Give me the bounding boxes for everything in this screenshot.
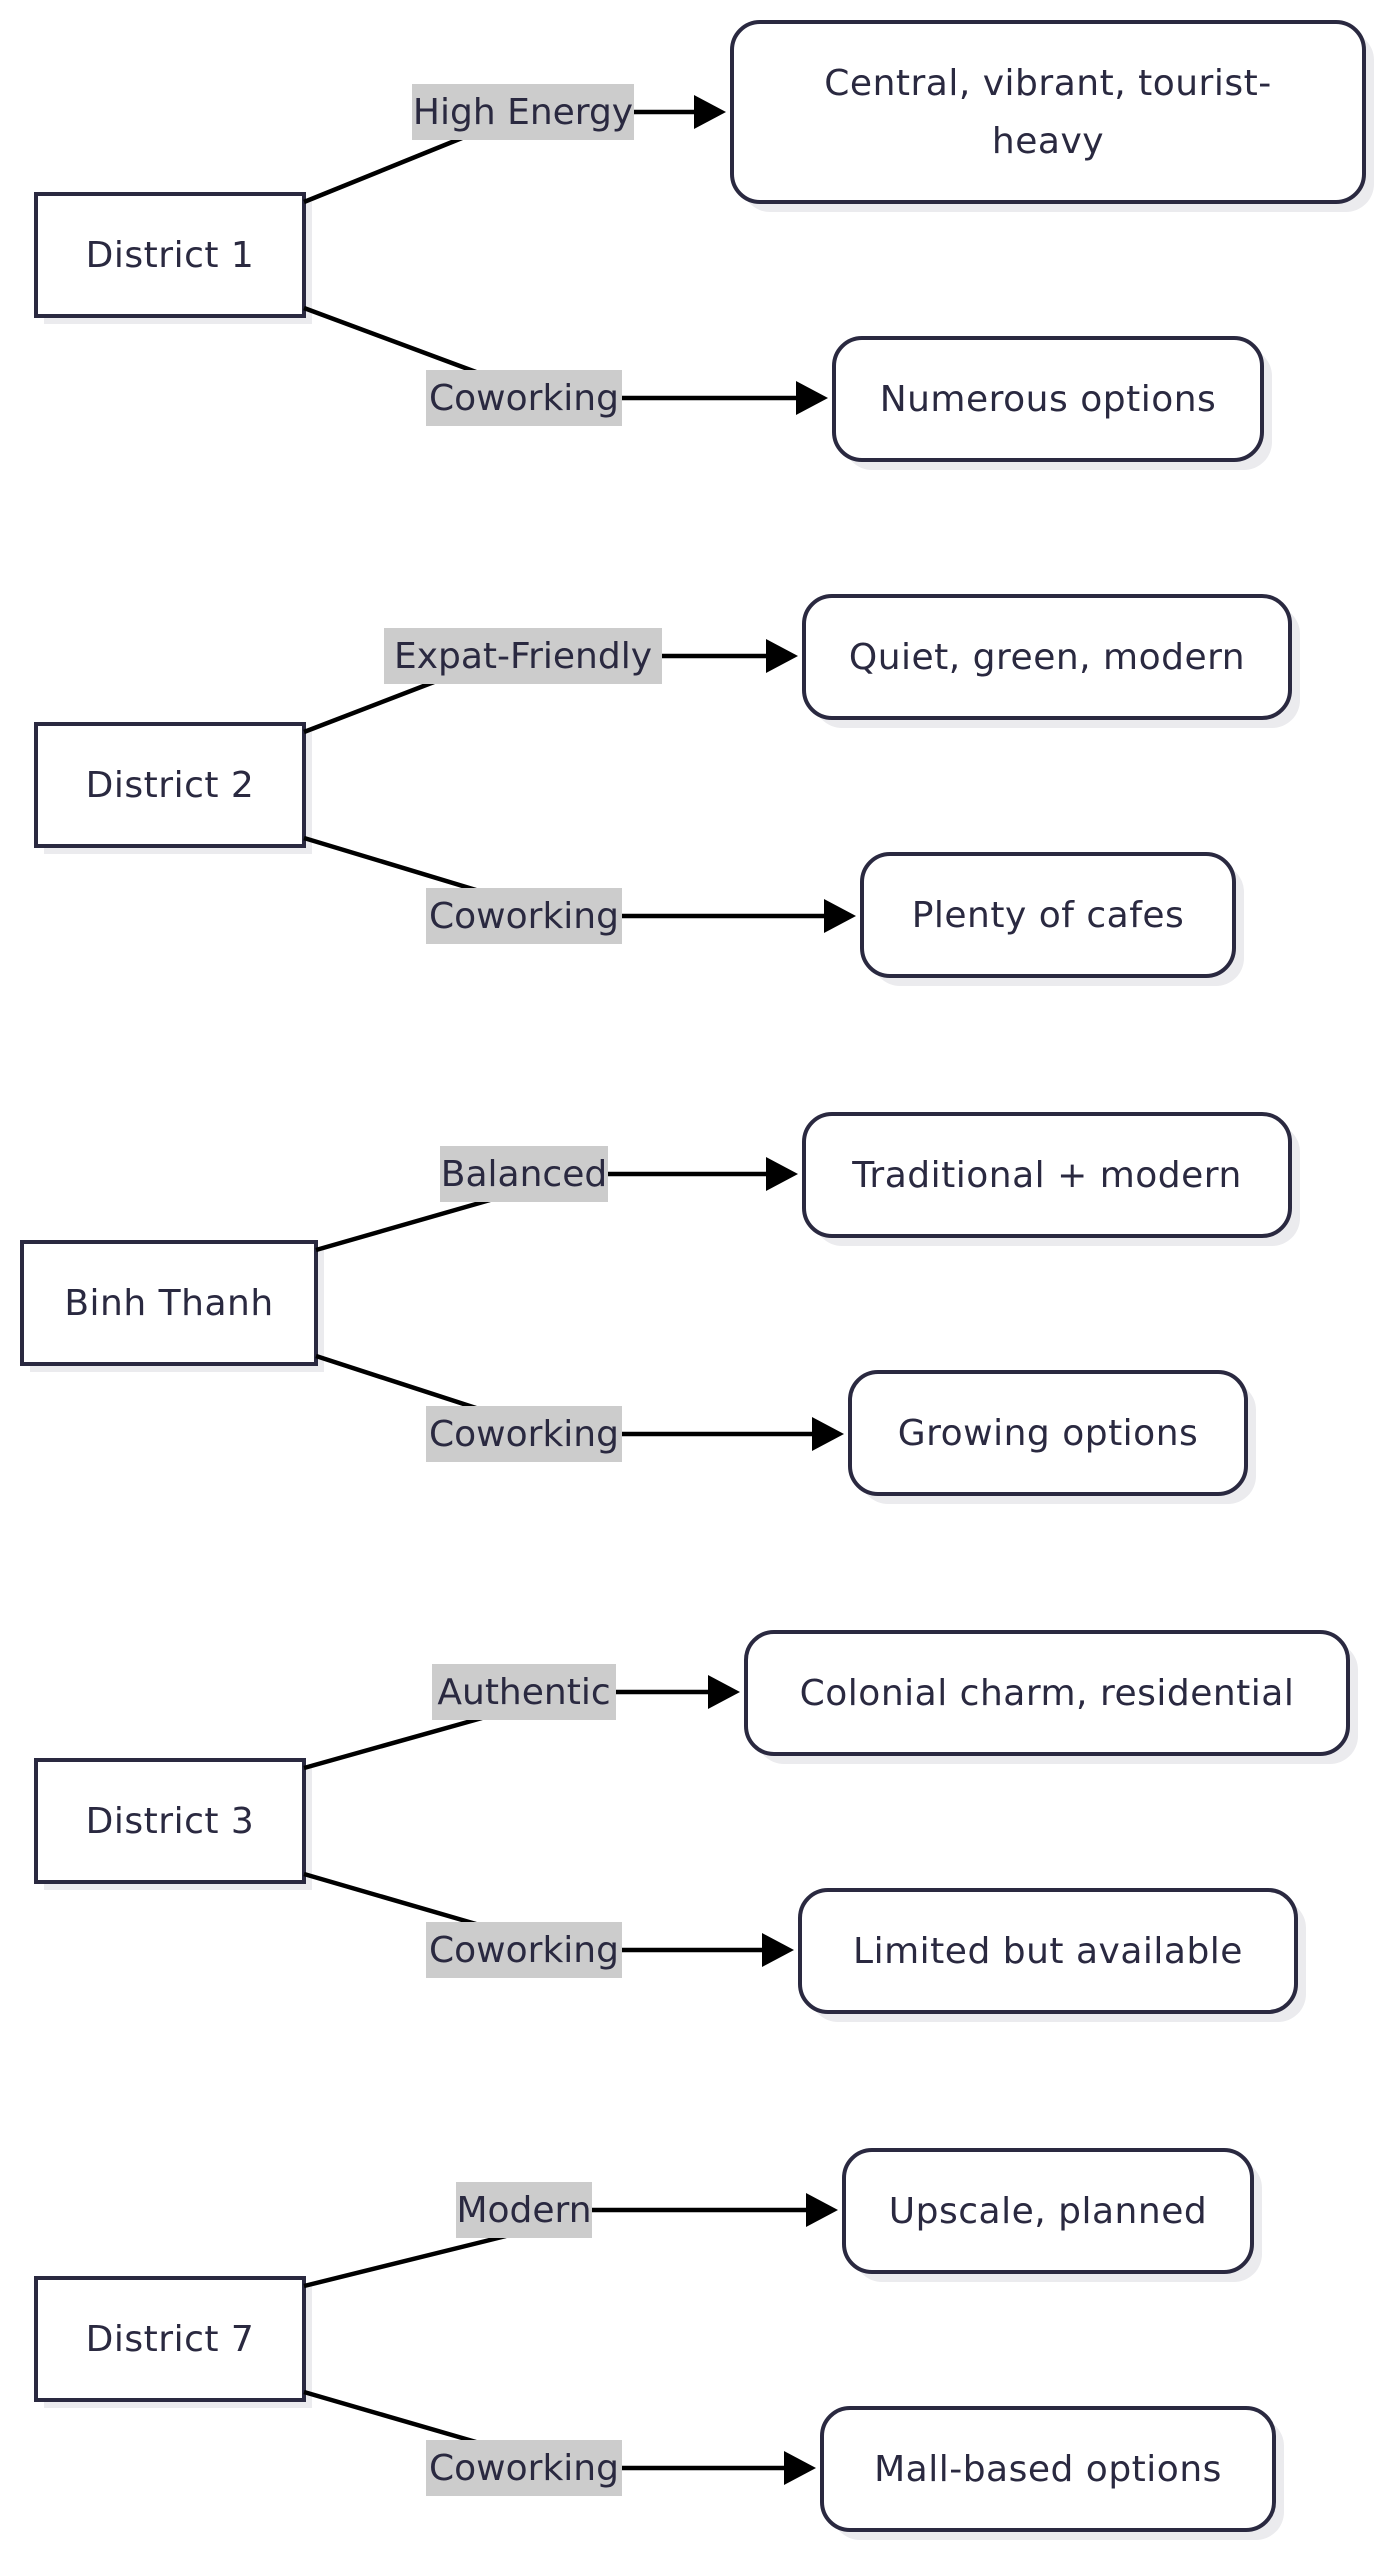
edge-connector (303, 305, 477, 375)
arrow-head-icon (796, 381, 828, 415)
arrow-head-icon (784, 2451, 816, 2485)
arrow-head-icon (812, 1417, 844, 1451)
edge-label-background (426, 1406, 622, 1462)
edge-connector (315, 1197, 491, 1253)
target-node (820, 2406, 1276, 2532)
target-label: Central, vibrant, tourist- (824, 63, 1271, 104)
district-label: Binh Thanh (64, 1283, 273, 1324)
edge-connector (315, 1353, 477, 1411)
arrow-head-icon (694, 95, 726, 129)
target-node (860, 852, 1236, 978)
edge-label: Authentic (437, 1672, 610, 1713)
edge-label-background (432, 1664, 616, 1720)
edge-connector (303, 1715, 483, 1771)
target-node (744, 1630, 1350, 1756)
target-node (832, 336, 1264, 462)
target-label: Plenty of cafes (912, 895, 1185, 936)
target-label: Limited but available (853, 1931, 1243, 1972)
district-node (34, 1758, 306, 1884)
district-group: District 7 Modern Upscale, plannedCoworkin… (34, 2148, 1284, 2540)
edge-label: Modern (456, 2190, 591, 2231)
arrow-head-icon (766, 1157, 798, 1191)
edge-label: Coworking (429, 896, 619, 937)
district-node (20, 1240, 318, 1366)
district-group: District 2 Expat-Friendly Quiet, green, mo… (34, 594, 1300, 986)
target-label: heavy (992, 121, 1104, 162)
arrow-head-icon (762, 1933, 794, 1967)
district-node (34, 2276, 306, 2402)
edge-label-background (384, 628, 662, 684)
target-node (848, 1370, 1248, 1496)
edge-connector (303, 679, 435, 735)
edge-label-background (426, 2440, 622, 2496)
edge-label: Coworking (429, 2448, 619, 2489)
district-node (34, 192, 306, 318)
edge-connector (303, 2389, 477, 2445)
edge-label: High Energy (413, 92, 633, 133)
edge-label: Coworking (429, 378, 619, 419)
edge-label-background (440, 1146, 608, 1202)
edge-connector (303, 1871, 477, 1927)
target-label: Traditional + modern (851, 1155, 1242, 1196)
district-label: District 2 (86, 765, 255, 806)
district-group: District 3 Authentic Colonial charm, resid… (34, 1630, 1358, 2022)
edge-label-background (412, 84, 634, 140)
district-node (34, 722, 306, 848)
target-node (842, 2148, 1254, 2274)
edge-label-background (456, 2182, 592, 2238)
target-label: Numerous options (880, 379, 1217, 420)
edge-label: Expat-Friendly (394, 636, 652, 677)
district-group: District 1 High Energy Central, vibrant, t… (34, 20, 1374, 470)
edge-label-background (426, 1922, 622, 1978)
arrow-head-icon (806, 2193, 838, 2227)
district-label: District 1 (86, 235, 255, 276)
edge-label-background (426, 370, 622, 426)
edge-connector (303, 835, 477, 893)
edge-label: Coworking (429, 1414, 619, 1455)
arrow-head-icon (824, 899, 856, 933)
edge-connector (303, 135, 463, 205)
target-label: Upscale, planned (889, 2191, 1207, 2232)
target-label: Growing options (898, 1413, 1199, 1454)
target-node (798, 1888, 1298, 2014)
arrow-head-icon (708, 1675, 740, 1709)
target-label: Mall-based options (874, 2449, 1222, 2490)
edge-label-background (426, 888, 622, 944)
target-node (802, 594, 1292, 720)
target-node (730, 20, 1366, 204)
target-node (802, 1112, 1292, 1238)
arrow-head-icon (766, 639, 798, 673)
target-label: Colonial charm, residential (800, 1673, 1295, 1714)
district-group: Binh Thanh Balanced Traditional + modernCo… (20, 1112, 1300, 1504)
edge-label: Balanced (441, 1154, 607, 1195)
district-label: District 3 (86, 1801, 255, 1842)
district-label: District 7 (86, 2319, 255, 2360)
target-label: Quiet, green, modern (849, 637, 1245, 678)
edge-label: Coworking (429, 1930, 619, 1971)
edge-connector (303, 2233, 507, 2289)
